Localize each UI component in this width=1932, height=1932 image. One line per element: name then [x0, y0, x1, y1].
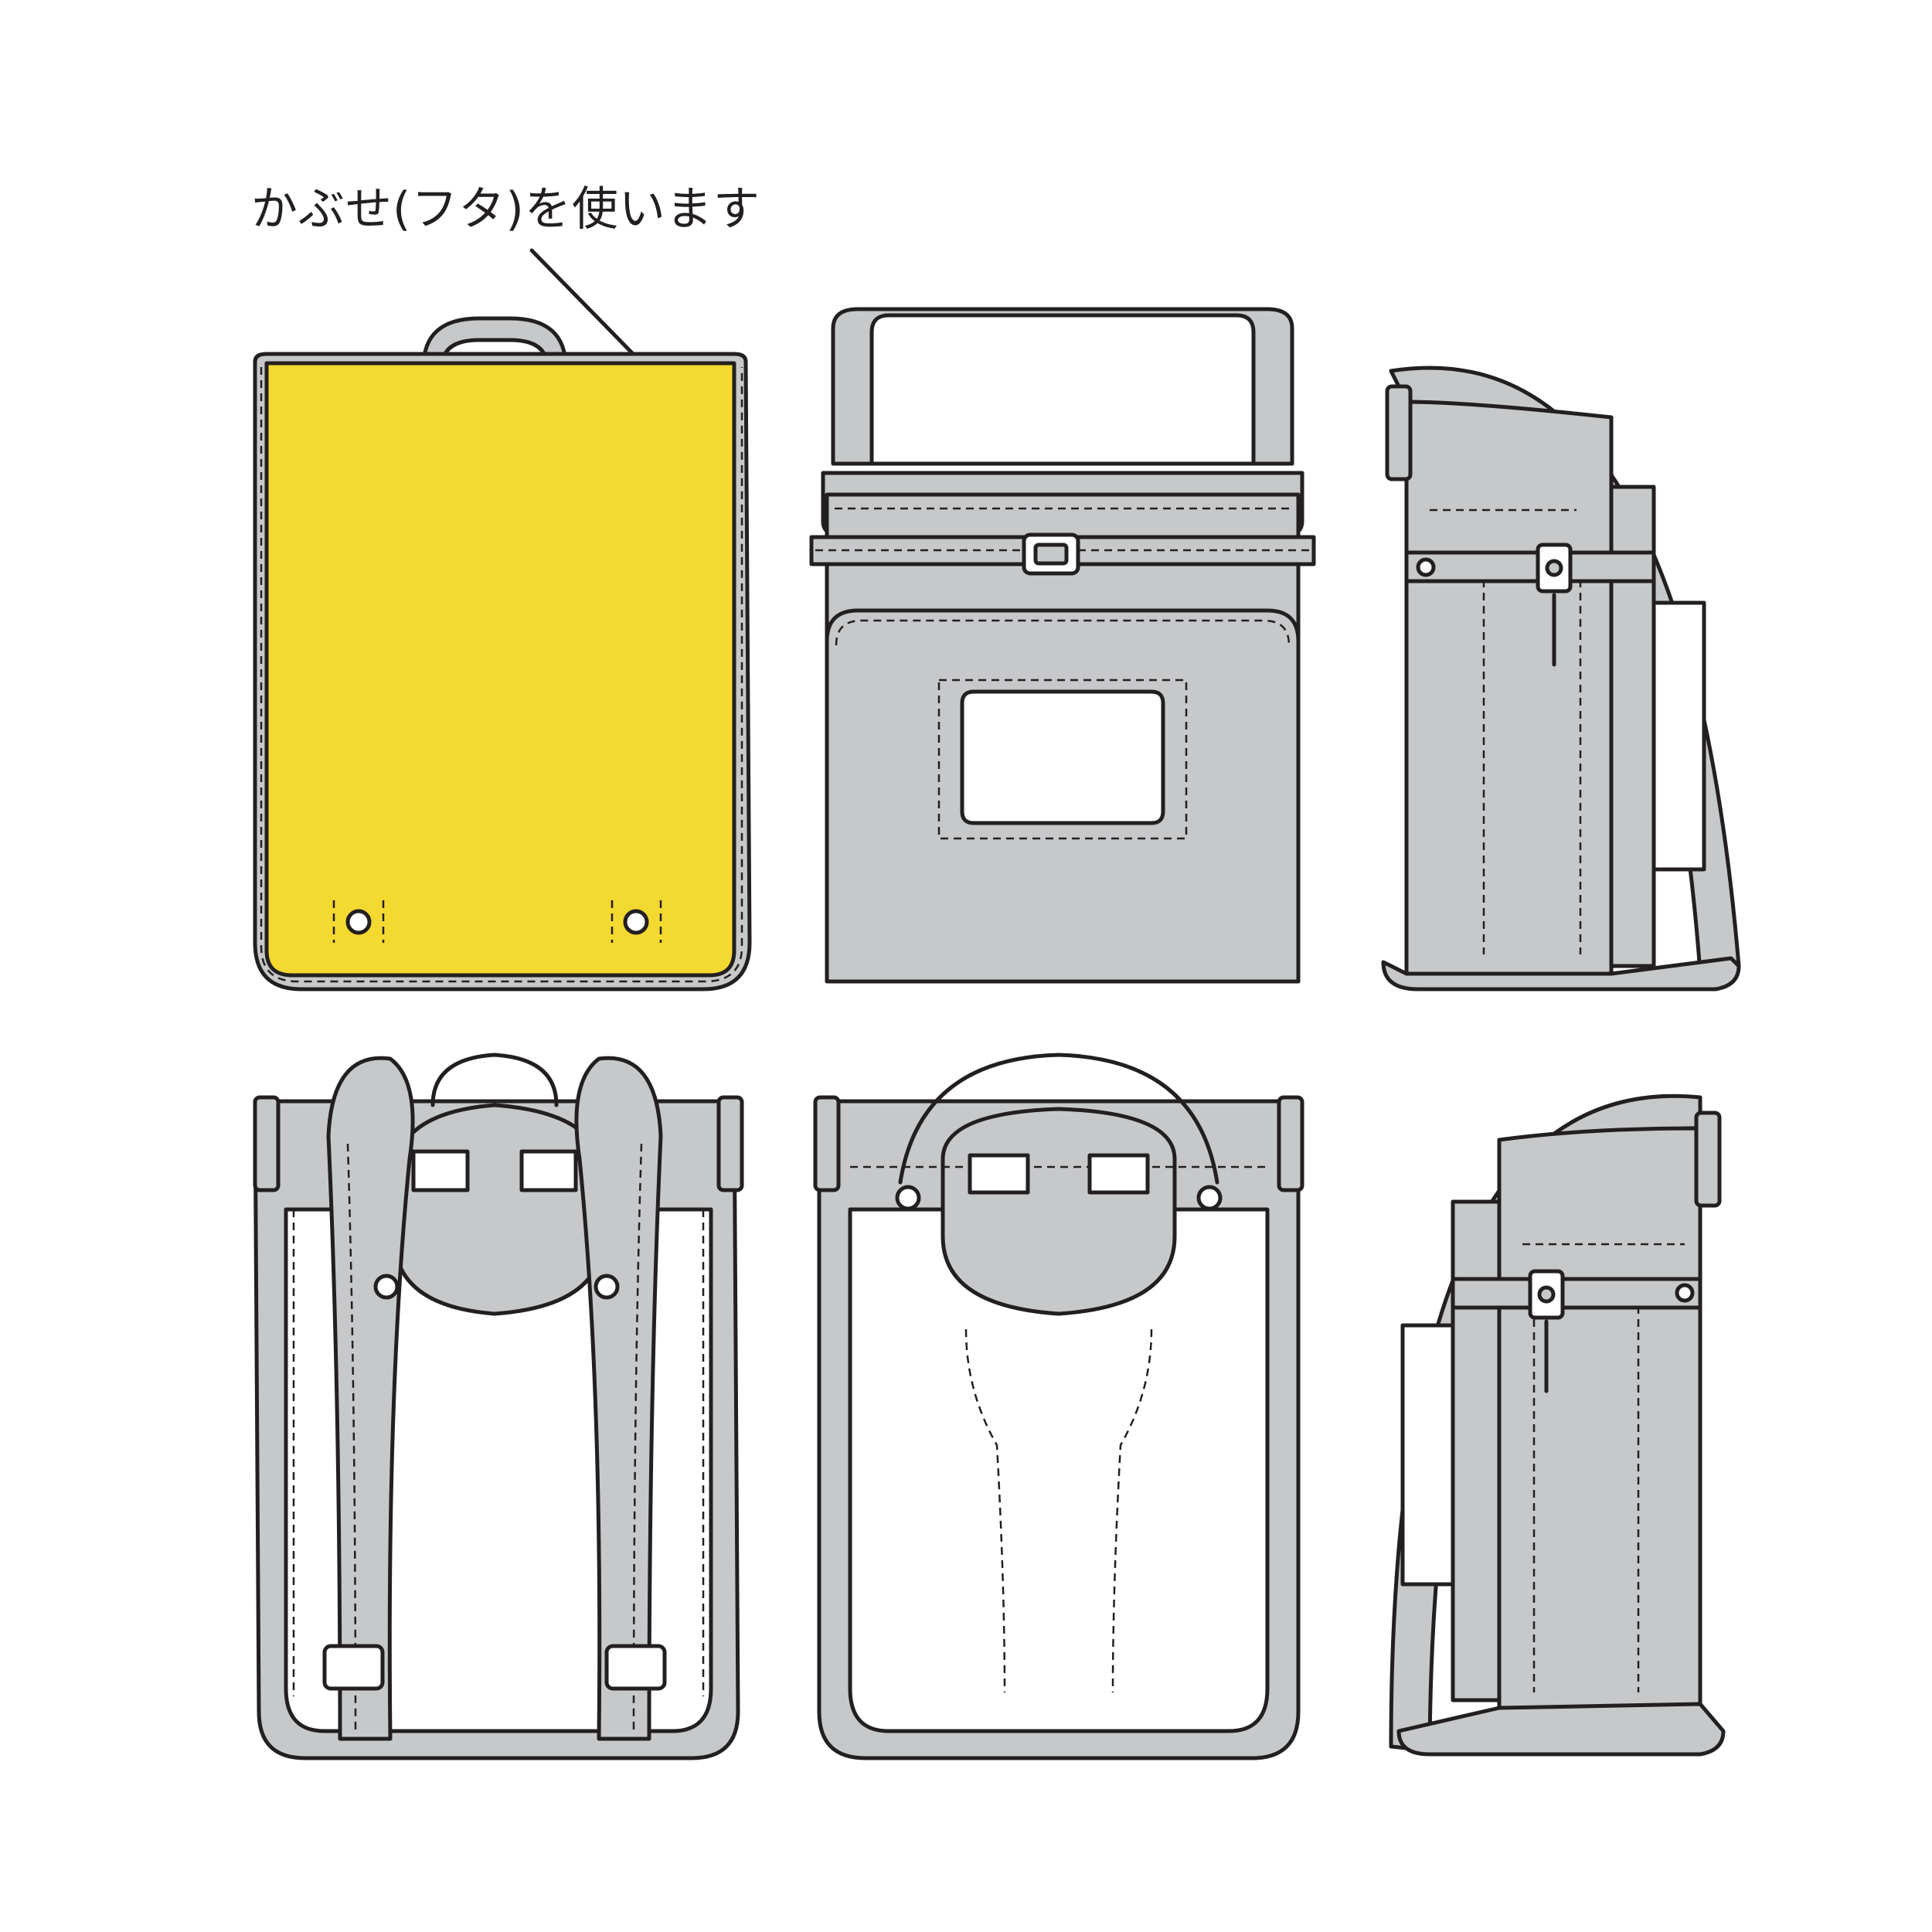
clasp-button: [1545, 559, 1563, 577]
pocket-stitch: [835, 619, 1291, 646]
rivet-icon: [1416, 557, 1436, 577]
rivet-icon: [1196, 1185, 1223, 1211]
buckle-icon: [604, 1644, 667, 1691]
rivet-icon: [594, 1274, 620, 1300]
side-zip: [1651, 600, 1706, 872]
back-view: [253, 1053, 744, 1760]
front-open-view: [809, 307, 1316, 984]
clasp-button: [1537, 1285, 1556, 1304]
handle-icon: [898, 1053, 1219, 1185]
side-view-right: [1381, 366, 1741, 992]
side-pocket-2: [1451, 1199, 1502, 1702]
side-pocket: [1609, 485, 1656, 968]
strap-stitch: [632, 1143, 643, 1732]
flap-part: [264, 361, 736, 978]
name-window: [960, 689, 1165, 825]
strap-hook: [1087, 1153, 1150, 1195]
side-body-2: [1497, 1126, 1702, 1714]
frame-cap: [813, 1095, 841, 1192]
back-handle: [430, 1053, 559, 1107]
strap-hook: [411, 1149, 470, 1192]
side-belt: [1404, 550, 1656, 583]
back-pad-2: [940, 1107, 1177, 1316]
side-top-cap: [1694, 1111, 1722, 1208]
rivet-icon: [623, 909, 649, 935]
front-body-stitch: [260, 367, 743, 983]
side-bottom: [1381, 956, 1741, 992]
panel-stitch: [1111, 1328, 1153, 1693]
panel-stitch: [964, 1328, 1006, 1693]
buckle-bar: [1033, 543, 1069, 566]
back-view-no-straps: [813, 1053, 1304, 1760]
buckle-icon: [322, 1644, 385, 1691]
side-belt-2: [1451, 1277, 1702, 1310]
rivet-icon: [345, 909, 372, 935]
strap-hook: [519, 1149, 578, 1192]
rivet-icon: [1675, 1283, 1695, 1303]
rivet-icon: [373, 1274, 400, 1300]
frame-cap: [253, 1095, 281, 1192]
callout-label: かぶせ(フタ)を使います: [251, 182, 760, 236]
side-zip-2: [1400, 1323, 1455, 1587]
side-top-cap: [1385, 384, 1413, 481]
side-view-left: [1389, 1094, 1726, 1757]
frame-cap: [1277, 1095, 1304, 1192]
back-frame-2-inner: [848, 1207, 1270, 1733]
window-stitch: [937, 679, 1188, 840]
strap-stitch: [346, 1143, 357, 1732]
back-pad: [392, 1103, 605, 1316]
rivet-icon: [895, 1185, 921, 1211]
front-view: [253, 316, 752, 992]
strap-hook: [968, 1153, 1030, 1195]
side-bottom-2: [1396, 1702, 1726, 1757]
frame-cap: [716, 1095, 744, 1192]
lid-inner: [869, 313, 1256, 466]
